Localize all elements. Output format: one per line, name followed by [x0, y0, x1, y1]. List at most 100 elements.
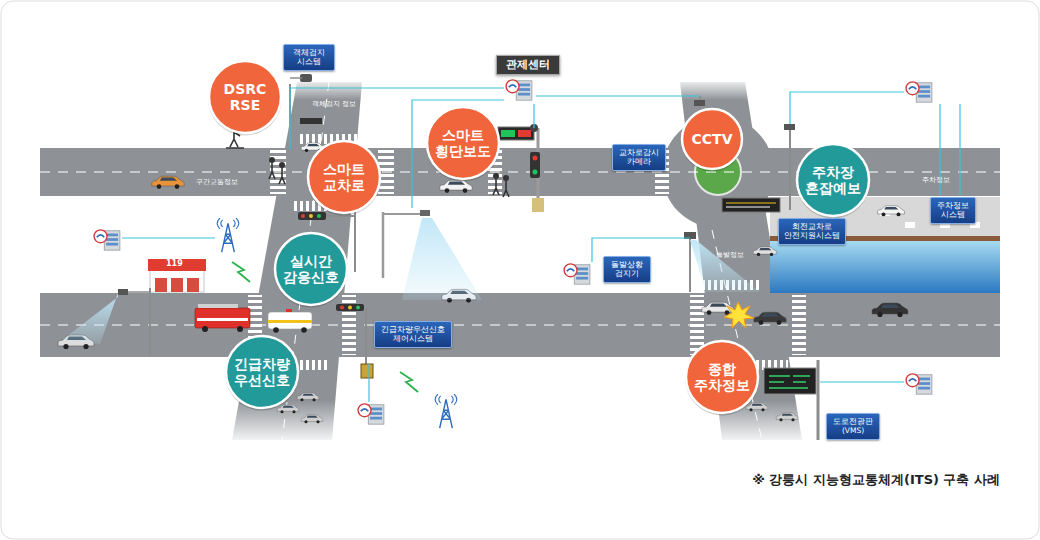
vehicles-part	[277, 405, 299, 413]
poles-and-devices-part	[317, 214, 321, 218]
vehicles-part	[440, 180, 472, 193]
fire-truck-part	[198, 304, 238, 308]
vehicles-part	[754, 312, 786, 325]
fire-truck-part	[237, 326, 243, 332]
poles-and-devices-part	[298, 212, 326, 220]
parking-and-water-part	[770, 241, 1000, 293]
node-text: 스마트 횡단보도	[433, 127, 493, 159]
vehicles-part	[724, 302, 754, 328]
poles-and-devices-part	[784, 124, 795, 130]
fire-truck	[195, 304, 250, 332]
vehicles-part	[878, 206, 905, 217]
parking-and-water	[770, 197, 1000, 293]
fire-station	[148, 259, 206, 292]
poles-and-devices-part	[817, 360, 820, 440]
system-box: 긴급차량우선신호 제어시스템	[374, 321, 452, 348]
system-box: 돌발상황 검지기	[603, 256, 651, 283]
poles-and-devices-part	[300, 118, 322, 124]
poles-and-devices-part	[382, 212, 385, 278]
servers-part	[506, 80, 532, 100]
people-part	[504, 176, 508, 180]
ambulance-part	[286, 309, 292, 312]
circle-fill	[209, 61, 281, 133]
system-box: 객체검지 시스템	[283, 44, 335, 71]
circle-fill	[275, 233, 347, 305]
poles-and-devices-part	[356, 306, 360, 310]
radio-towers-part	[232, 262, 250, 282]
poles-and-devices-part	[336, 304, 364, 311]
circle-shadow	[426, 108, 500, 182]
callout-circle: 종합 주차정보	[684, 339, 760, 415]
network-lines-part	[533, 104, 534, 128]
roads-part	[232, 82, 362, 440]
servers-part	[906, 82, 932, 102]
poles-and-devices-part	[118, 289, 128, 295]
network-lines-part	[820, 381, 904, 382]
building-sign: 119	[166, 260, 183, 269]
node-text: 스마트 교차로	[314, 161, 374, 193]
poles-and-devices-part	[354, 212, 356, 272]
roads-part	[280, 78, 760, 100]
poles-and-devices-part	[348, 306, 352, 310]
node-text: CCTV	[692, 131, 733, 147]
poles-and-devices-part	[532, 198, 544, 212]
radio-towers-part	[217, 218, 239, 252]
node-text: 종합 주차정보	[692, 361, 752, 393]
node-text: 돌발상황 검지기	[609, 260, 645, 279]
circle-shadow	[225, 337, 299, 411]
node-text: 긴급차량우선신호 제어시스템	[380, 325, 446, 344]
circle-shadow	[685, 342, 759, 416]
poles-and-devices-part	[340, 306, 344, 310]
network-lines-part	[412, 100, 504, 208]
poles-and-devices-part	[530, 152, 540, 178]
circle-shadow	[274, 234, 348, 308]
callout-circle: 주차장 혼잡예보	[795, 142, 871, 218]
poles-and-devices-part	[533, 156, 538, 161]
people-part	[503, 181, 509, 197]
poles-and-devices-part	[769, 376, 810, 388]
poles-and-devices-part	[764, 368, 816, 394]
vehicles-part	[152, 176, 184, 189]
fire-station-part	[187, 278, 199, 292]
vehicles-part	[301, 415, 323, 423]
vehicles-part	[297, 393, 319, 401]
roads-part	[270, 150, 286, 194]
roads-part	[792, 295, 806, 355]
servers-part	[94, 230, 120, 250]
radio-towers-part	[435, 394, 457, 428]
circle-fill	[682, 109, 742, 169]
node-text: 회전교차로 안전지원시스템	[784, 222, 840, 241]
node-text: 객체검지 시스템	[289, 48, 329, 67]
poles-and-devices-part	[383, 213, 425, 215]
poles-and-devices-part	[402, 218, 482, 300]
people-part	[280, 163, 284, 167]
node-text: 교차로감시 카메라	[618, 148, 660, 167]
poles-and-devices	[62, 74, 936, 440]
fire-station-part	[150, 270, 204, 292]
poles-and-devices-part	[722, 198, 780, 212]
circle-shadow	[796, 145, 870, 219]
poles-and-devices-part	[690, 240, 760, 292]
callout-circle: 실시간 감응신호	[273, 231, 349, 307]
people-part	[494, 174, 498, 178]
fire-truck-part	[195, 308, 250, 328]
network-lines-part	[122, 237, 215, 238]
node-text: 관제센터	[506, 58, 550, 72]
system-box: 교차로감시 카메라	[612, 144, 666, 171]
servers	[94, 80, 932, 424]
circle-fill	[427, 107, 499, 179]
poles-and-devices-part	[533, 170, 538, 175]
people-part	[269, 163, 275, 179]
people-part	[279, 168, 285, 184]
poles-and-devices-part	[726, 203, 776, 204]
vehicles-part	[753, 247, 776, 256]
poles-and-devices-part	[518, 130, 531, 137]
servers-part	[564, 264, 590, 284]
poles-and-devices-part	[726, 207, 770, 208]
node-text: 실시간 감응신호	[281, 253, 341, 285]
callout-circle: 스마트 횡단보도	[425, 105, 501, 181]
roads-part	[40, 293, 1000, 357]
